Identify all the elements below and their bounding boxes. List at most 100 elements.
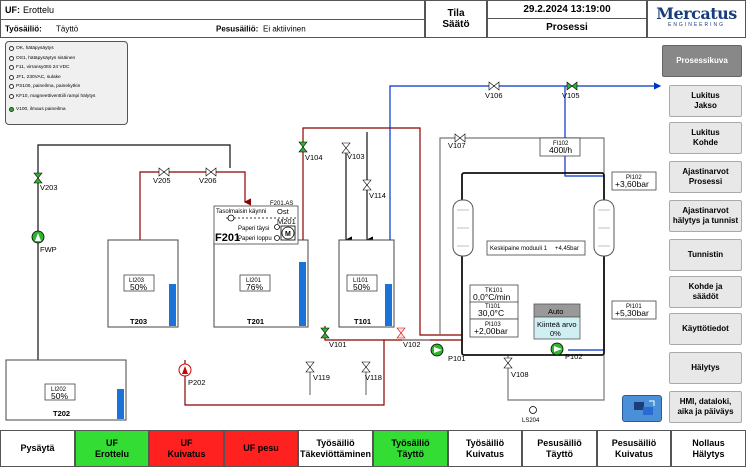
pump-p102[interactable] [550, 342, 564, 356]
bottom-label-line2: Kuivatus [465, 448, 504, 459]
valve-v119[interactable] [305, 361, 315, 373]
nav-button-label: Prosessikuva [676, 56, 728, 66]
bottom-button-3[interactable]: UF pesu [224, 430, 298, 467]
nav-label-line1: Tunnistin [687, 250, 724, 259]
valve-v107[interactable] [454, 133, 466, 143]
nav-label-line1: Hälytys [691, 363, 720, 372]
nav-button-8[interactable]: Hälytys [669, 352, 742, 384]
nav-label-line1: Ajastinarvot [682, 167, 729, 176]
nav-label-line2: säädöt [692, 292, 719, 301]
tyosailio-value: Täyttö [56, 24, 79, 33]
ti101-box [469, 301, 519, 320]
uf-membranes [452, 199, 615, 257]
auto-button-bg[interactable] [533, 303, 581, 318]
legend-item-text: F11, virransyöttö 24 VDC [16, 65, 70, 71]
pi101-box [611, 300, 657, 320]
valve-v102[interactable] [396, 327, 406, 339]
header-uf-status: UF: Erottelu [0, 0, 425, 20]
nav-label-line2: Prosessi [688, 177, 723, 186]
legend-item: OK, hätäpysäytys [9, 44, 124, 54]
uf-value: Erottelu [23, 5, 55, 15]
pipes-grey [309, 137, 605, 401]
nav-button-label: Käyttötiedot [682, 324, 729, 334]
tila-line1: Tila [447, 8, 465, 19]
legend-item-text: PS100, paineilma, painekytkin [16, 84, 81, 90]
nav-button-9[interactable]: HMI, dataloki,aika ja päiväys [669, 391, 742, 423]
valve-v108[interactable] [503, 357, 513, 369]
valve-v103[interactable] [341, 142, 351, 154]
valve-v104[interactable] [298, 141, 308, 153]
pump-p101[interactable] [430, 343, 444, 357]
tila-button[interactable]: Tila Säätö [425, 0, 487, 38]
motor-symbol: M [285, 231, 291, 238]
datetime: 29.2.2024 13:19:00 [487, 0, 647, 19]
nav-label-line2: Kohde [693, 138, 718, 147]
valve-v105[interactable] [566, 81, 578, 91]
nav-button-0[interactable]: Prosessikuva [662, 45, 742, 77]
valve-v118[interactable] [361, 361, 371, 373]
valve-v106[interactable] [488, 81, 500, 91]
status-dot-icon [9, 107, 14, 113]
header-tank-status: Työsäiliö: Täyttö Pesusäiliö: Ei aktiivi… [0, 20, 425, 38]
valve-v206[interactable] [205, 167, 217, 177]
valve-v101[interactable] [320, 327, 330, 339]
uf-module-box [461, 172, 605, 356]
legend-item-text: JF1, 230VAC, sulake [16, 74, 61, 80]
nav-button-label: HMI, dataloki,aika ja päiväys [677, 397, 733, 417]
pi102-box [611, 171, 657, 191]
pesusailio-value: Ei aktiivinen [263, 24, 306, 33]
nav-button-label: Tunnistin [688, 250, 723, 260]
bottom-label-line2: Täyttö [397, 448, 424, 459]
valve-v114[interactable] [362, 179, 372, 191]
pump-p202[interactable] [178, 363, 192, 377]
pump-fwp[interactable] [31, 230, 45, 244]
nav-label-line1: HMI, dataloki, [679, 397, 732, 406]
legend-item-text: KF10, magneettiventtiili rampi hälytys [16, 93, 96, 99]
bottom-button-label: Pysäytä [20, 443, 54, 454]
kiintea-arvo-bg[interactable] [533, 316, 581, 340]
tila-line2: Säätö [442, 19, 470, 30]
valve-v203[interactable] [33, 172, 43, 184]
pipes-black [37, 132, 373, 360]
legend-item: OS1, hätäpysäytys sisäinen [9, 54, 124, 64]
nav-label-line1: Käyttötiedot [682, 324, 729, 333]
legend-item: JF1, 230VAC, sulake [9, 73, 124, 83]
status-dot-icon [9, 74, 14, 80]
bottom-label-line1: Työsäiliö [316, 437, 355, 448]
bottom-button-0[interactable]: Pysäytä [0, 430, 75, 467]
tank-t202 [5, 359, 127, 421]
logo-sub: ENGINEERING [667, 22, 725, 28]
bottom-label-line2: Kuivatus [614, 448, 653, 459]
legend-item-text: OS1, hätäpysäytys sisäinen [16, 55, 76, 61]
nav-label-line2: Jakso [694, 101, 717, 110]
network-icon[interactable] [622, 395, 662, 422]
nav-button-5[interactable]: Tunnistin [669, 239, 742, 271]
bottom-label-line2: Täkeviöttäminen [299, 448, 372, 459]
valve-v205[interactable] [158, 167, 170, 177]
uf-prefix: UF: [5, 5, 20, 15]
bottom-button-label: UF pesu [243, 443, 279, 454]
nav-button-7[interactable]: Käyttötiedot [669, 313, 742, 345]
